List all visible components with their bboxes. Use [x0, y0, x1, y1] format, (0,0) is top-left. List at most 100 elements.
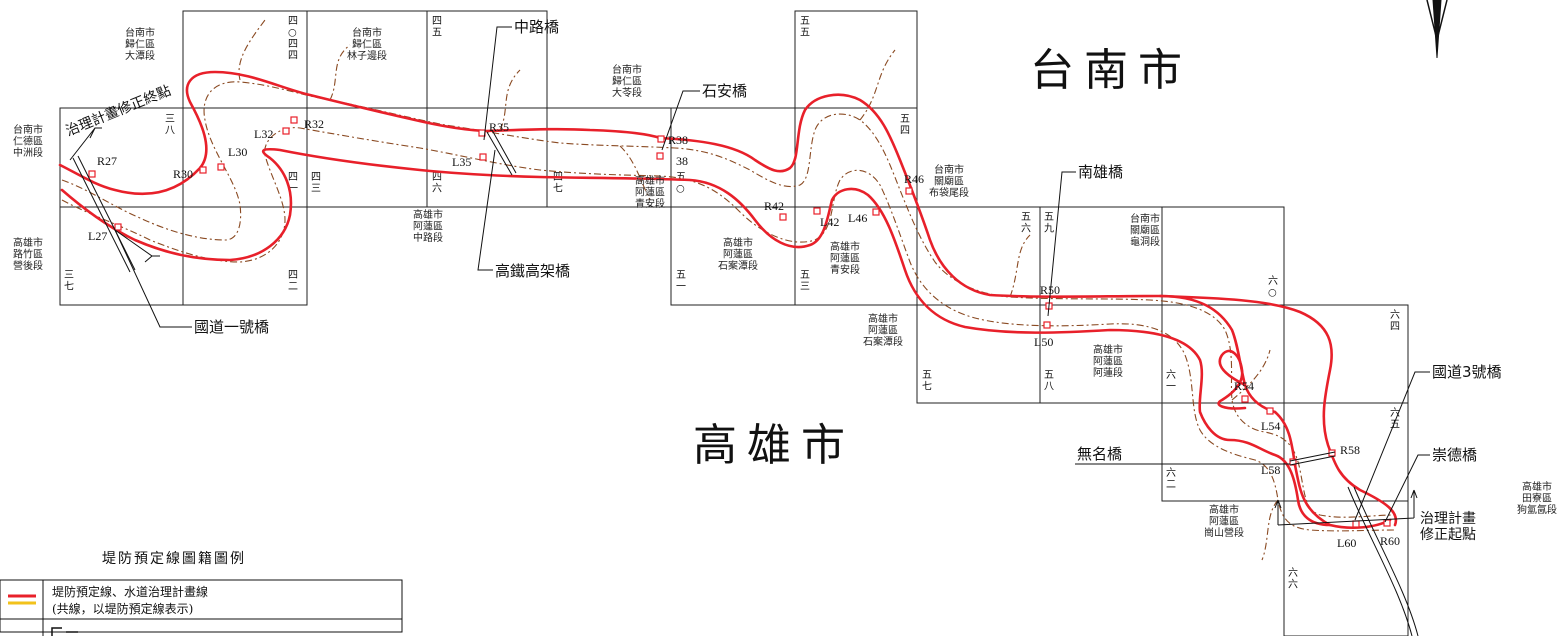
- levee-line-left-bank: [60, 147, 1332, 527]
- levee-line-lower-loop: [1217, 349, 1247, 410]
- bridge-chongde-leader: [1384, 454, 1430, 523]
- sheet-number-57: 五七: [922, 370, 932, 393]
- bridge-hsr-leader: [477, 149, 496, 271]
- code-l27: L27: [88, 229, 107, 243]
- sheet-number-41: 四一: [288, 172, 298, 195]
- marker-r54: [1241, 395, 1249, 403]
- sheet-numbers: 四○四四 四五 五五 三八 五四 四一 四三 四六 四七 五○ 五六 五九 三七…: [64, 16, 1400, 591]
- district-label: 高雄市阿蓮區阿蓮段: [1093, 343, 1123, 379]
- tributary-d: [619, 145, 651, 201]
- sheet-number-64: 六四: [1390, 309, 1400, 333]
- sheet-number-47: 四七: [553, 172, 563, 195]
- legend: 堤防預定線圖籍圖例 堤防預定線、水道治理計畫線 (共線，以堤防預定線表示): [0, 550, 403, 636]
- code-l35: L35: [452, 155, 471, 169]
- district-label: 高雄市阿蓮區青安段: [635, 174, 665, 210]
- city-label-kaohsiung: 高雄市: [693, 420, 855, 471]
- tributary-f: [1009, 234, 1031, 298]
- district-label: 台南市歸仁區林子邊段: [347, 26, 387, 62]
- code-r35: R35: [489, 120, 509, 134]
- plan-start-arrows: [1274, 489, 1418, 526]
- legend-row2-partial: [51, 627, 78, 636]
- bridge-nanxiong-leader: [1047, 171, 1076, 317]
- sheet-number-65: 六五: [1390, 407, 1400, 431]
- code-r38: R38: [668, 133, 688, 147]
- marker-l54: [1266, 407, 1274, 415]
- bridge-noname-deck: [1289, 451, 1336, 466]
- river-banks: [61, 19, 1396, 561]
- section-codes: R27 L27 R30 L30 L32 R32 R35 L35 R38 38 R…: [88, 117, 1400, 550]
- bridge-label-hsr: 高鐵高架橋: [495, 262, 570, 280]
- bridge-label-zhonglu: 中路橋: [514, 18, 559, 36]
- district-label: 高雄市阿蓮區青安段: [830, 240, 860, 276]
- bridge-zhonglu-leader: [483, 26, 512, 141]
- marker-l58: [1289, 458, 1297, 466]
- legend-title: 堤防預定線圖籍圖例: [102, 550, 246, 567]
- sheet-number-37: 三七: [64, 270, 74, 293]
- sheet-number-45: 四五: [432, 16, 442, 39]
- plan-end-label: 治理計畫修正終點: [64, 83, 174, 140]
- bridge-label-fwy3: 國道3號橋: [1432, 363, 1502, 381]
- code-r30: R30: [173, 167, 193, 181]
- code-r58: R58: [1340, 443, 1360, 457]
- code-r60: R60: [1380, 534, 1400, 548]
- district-labels: 台南市歸仁區大潭段 台南市歸仁區林子邊段 台南市歸仁區大苓段 台南市仁德區中洲段…: [13, 26, 1557, 539]
- code-l46: L46: [848, 211, 867, 225]
- bridge-label-nanxiong: 南雄橋: [1078, 163, 1123, 181]
- bridge-fwy3-leader: [1354, 371, 1430, 521]
- levee-line-right-bank: [58, 70, 1277, 414]
- marker-r42: [779, 213, 787, 221]
- plan-end-arrows: [69, 127, 160, 263]
- code-l60: L60: [1337, 536, 1356, 550]
- levee-line-upper-loop: [1158, 294, 1398, 527]
- sheet-number-66: 六六: [1288, 567, 1298, 591]
- marker-l30: [217, 163, 225, 171]
- district-label: 高雄市路竹區營後段: [13, 236, 43, 272]
- plan-start-label: 治理計畫修正起點: [1420, 511, 1476, 543]
- district-label: 高雄市田寮區狗氳氤段: [1517, 480, 1557, 516]
- legend-row1-line1: 堤防預定線、水道治理計畫線: [52, 584, 208, 599]
- code-l58: L58: [1261, 463, 1280, 477]
- code-l50: L50: [1034, 335, 1053, 349]
- district-label: 高雄市阿蓮區崗山營段: [1204, 503, 1244, 539]
- sheet-number-42: 四二: [288, 270, 298, 293]
- sheet-number-54: 五四: [900, 114, 910, 137]
- marker-l42: [813, 207, 821, 215]
- bridge-label-noname: 無名橋: [1077, 445, 1122, 463]
- grid-cell-50: [670, 107, 796, 208]
- code-l30: L30: [228, 145, 247, 159]
- grid-cell-55: [794, 10, 918, 109]
- code-r32: R32: [304, 117, 324, 131]
- code-r46: R46: [904, 172, 924, 186]
- tributary-b: [329, 44, 351, 101]
- code-r54: R54: [1234, 379, 1254, 393]
- district-label: 台南市歸仁區大苓段: [612, 63, 642, 99]
- sheet-number-55: 五五: [800, 16, 810, 39]
- bridge-labels: 中路橋 石安橋 南雄橋 高鐵高架橋 國道一號橋 國道3號橋 無名橋 崇德橋: [194, 18, 1502, 464]
- district-label: 台南市關廟區龜洞段: [1130, 212, 1160, 248]
- code-r27: R27: [97, 154, 117, 168]
- district-label: 高雄市阿蓮區石案潭段: [863, 312, 903, 348]
- code-r42: R42: [764, 199, 784, 213]
- bridge-fwy1-leader: [114, 229, 192, 328]
- tributary-g: [1231, 349, 1271, 401]
- bridge-hsr-deck: [486, 129, 517, 176]
- marker-l50: [1043, 321, 1051, 329]
- sheet-number-53: 五三: [800, 270, 810, 293]
- legend-table: [0, 579, 403, 633]
- grid-cell-60: [1161, 206, 1285, 306]
- sheet-number-51: 五一: [676, 270, 686, 293]
- district-label: 高雄市阿蓮區中路段: [413, 208, 443, 244]
- legend-row1-line2: (共線，以堤防預定線表示): [52, 601, 193, 616]
- sheet-number-59: 五九: [1044, 212, 1054, 235]
- bank-line-north: [61, 81, 1396, 518]
- code-l42: L42: [820, 215, 839, 229]
- district-label: 台南市歸仁區大潭段: [125, 26, 155, 62]
- bridge-shian-leader: [661, 90, 700, 151]
- north-arrow-icon: [1426, 0, 1448, 59]
- bridge-label-shian: 石安橋: [702, 82, 747, 100]
- marker-r32: [290, 116, 298, 124]
- code-l32: L32: [254, 127, 273, 141]
- code-l54: L54: [1261, 419, 1280, 433]
- marker-r38: [657, 135, 665, 143]
- marker-l35: [479, 153, 487, 161]
